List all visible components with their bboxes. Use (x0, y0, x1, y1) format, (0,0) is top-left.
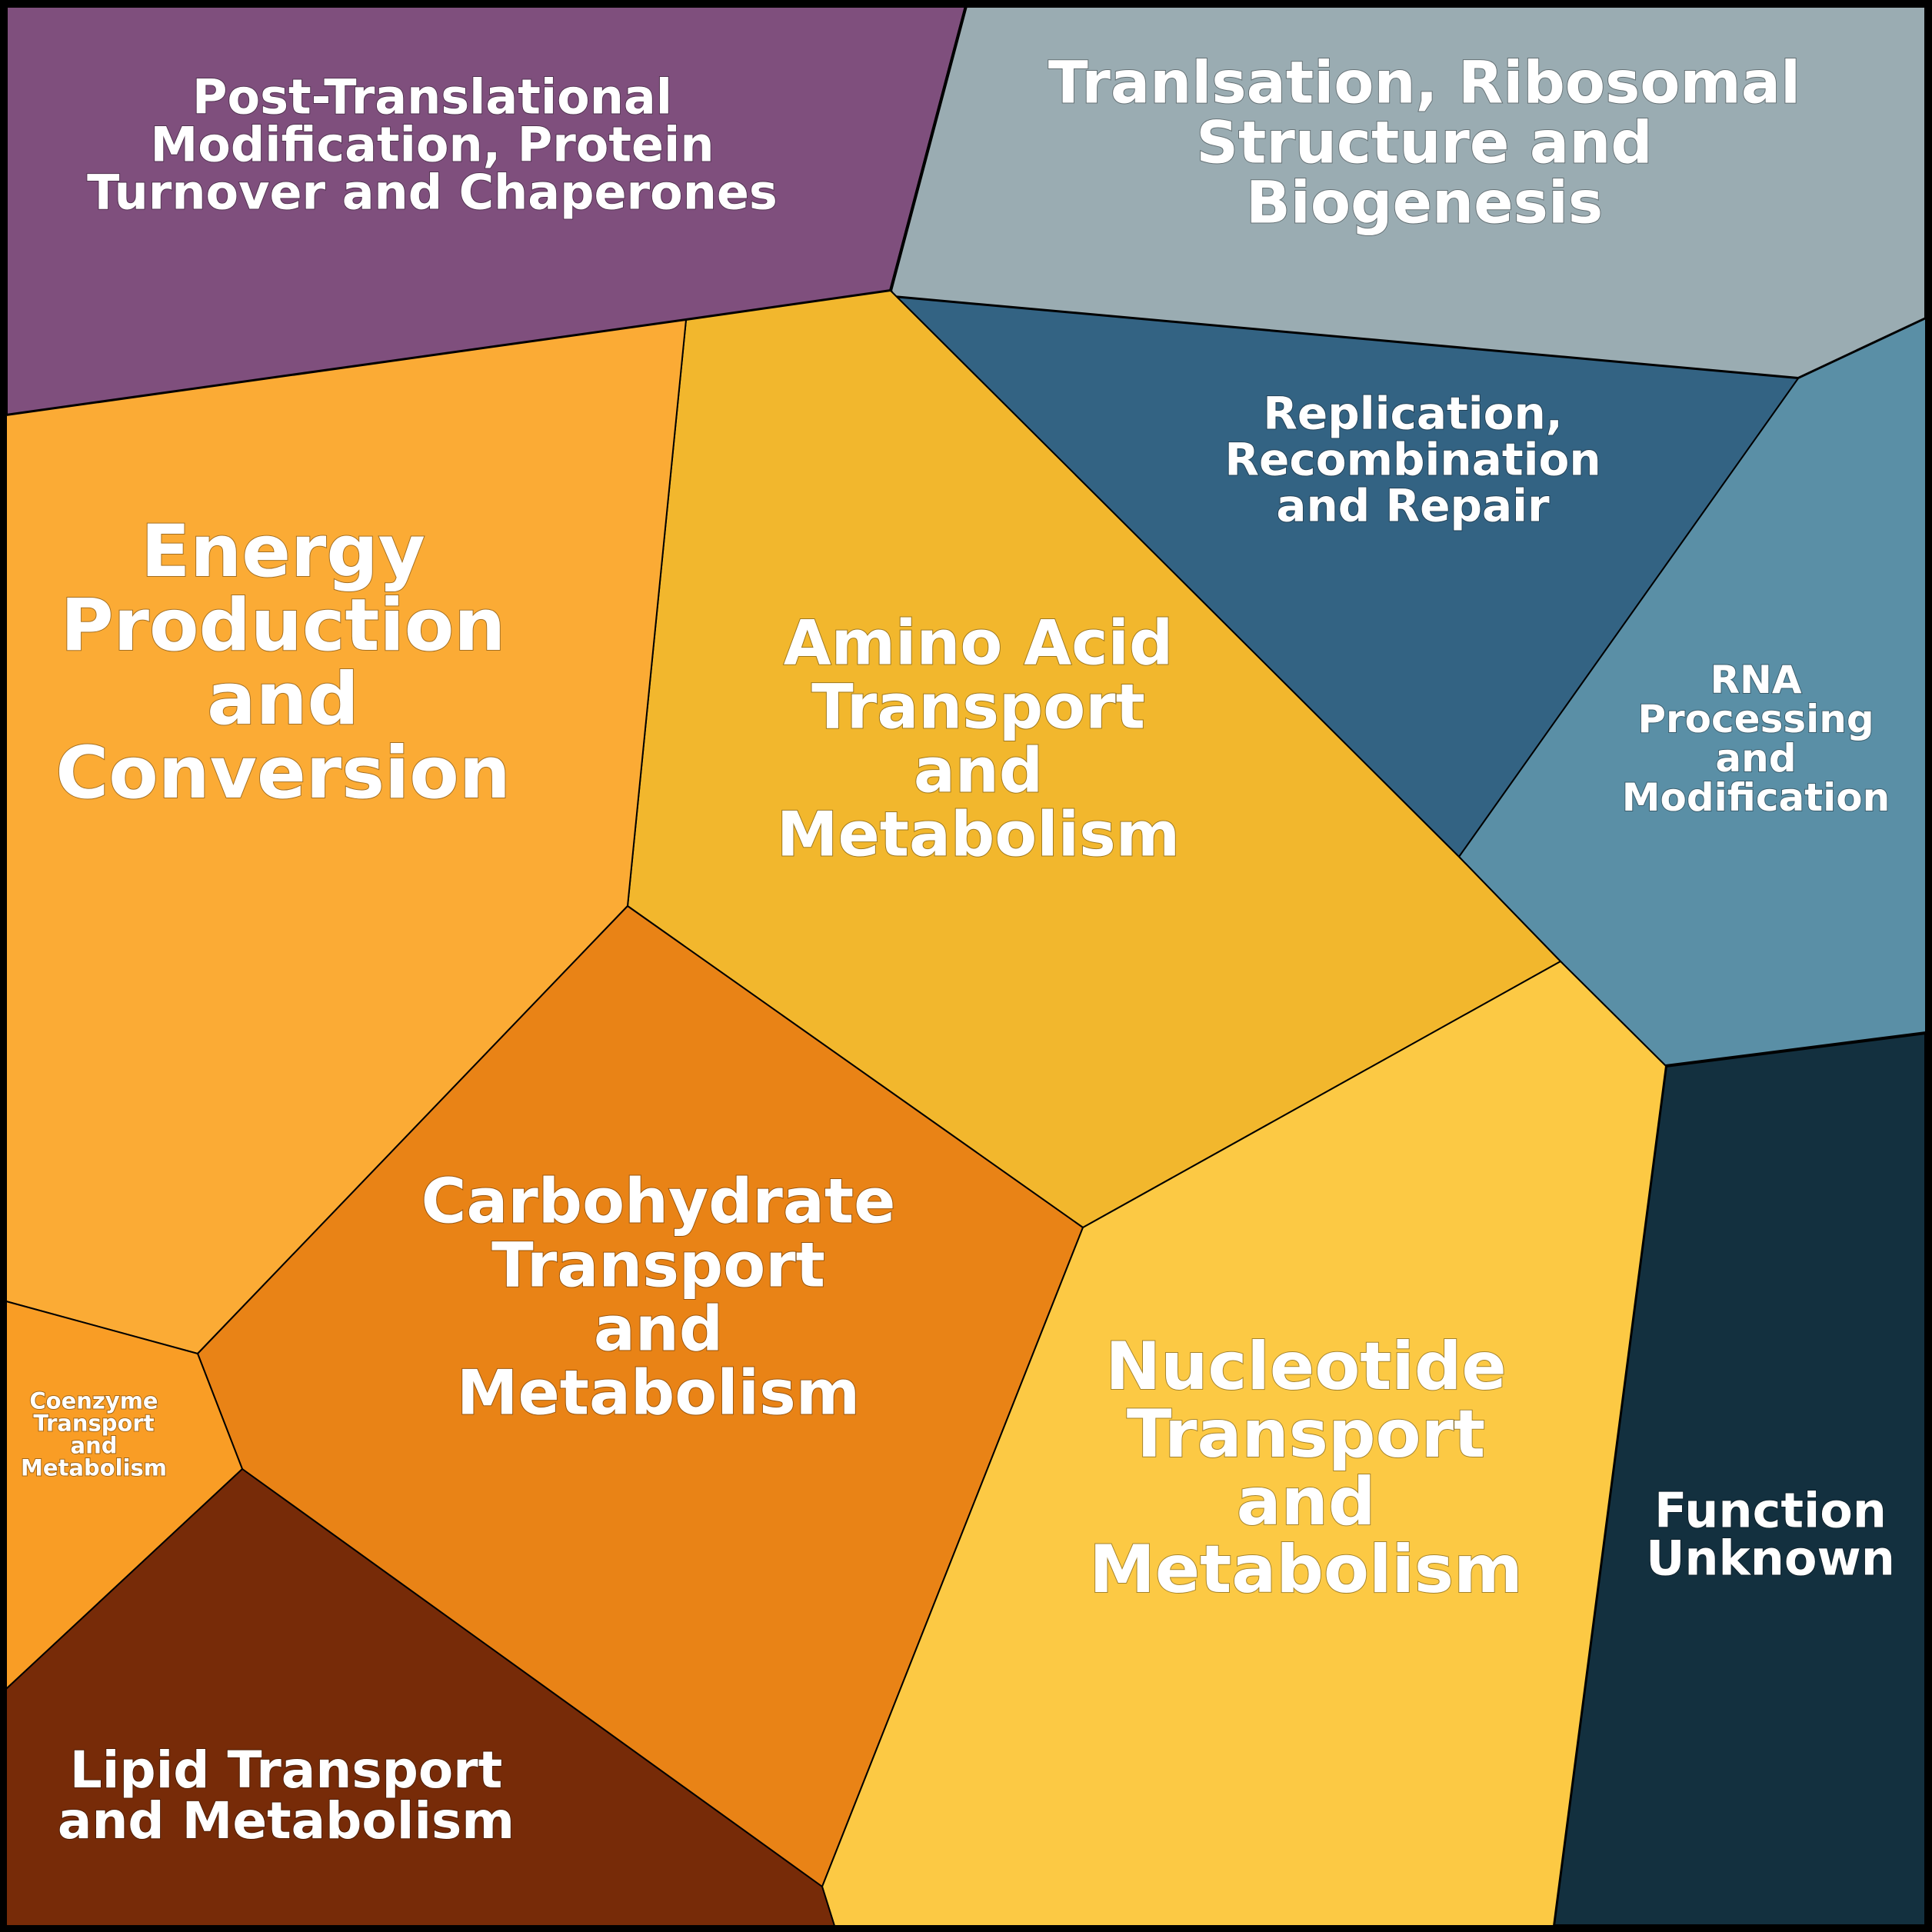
cell-layer (5, 5, 1927, 1927)
